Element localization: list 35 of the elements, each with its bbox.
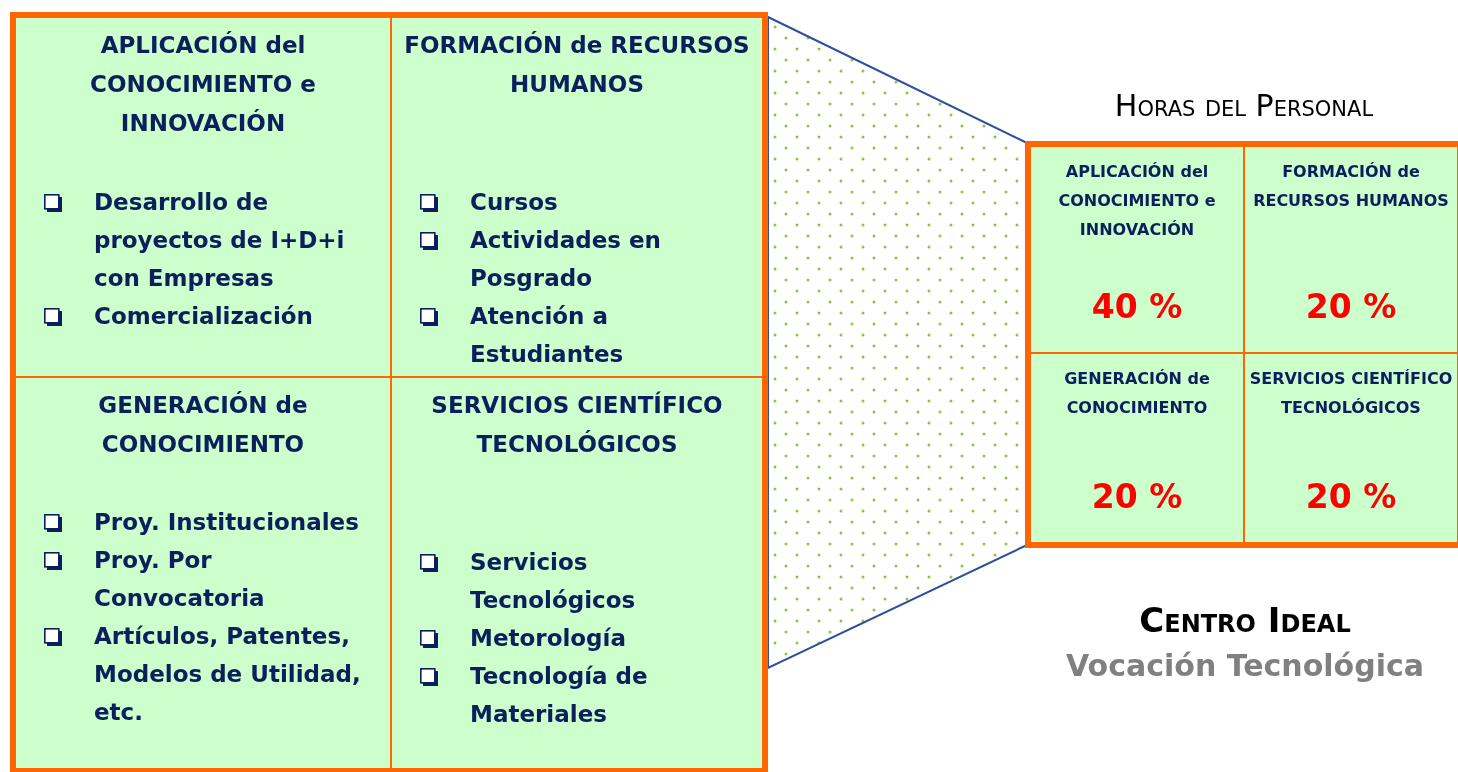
- tagline: Vocación Tecnológica: [1065, 648, 1425, 683]
- category-cell: [391, 17, 763, 377]
- category-heading: APLICACIÓN del CONOCIMIENTO e INNOVACIÓN: [89, 30, 317, 138]
- category-cell: [15, 17, 391, 377]
- category-cell: [15, 377, 391, 769]
- category-heading: SERVICIOS CIENTÍFICO TECNOLÓGICOS: [430, 390, 724, 459]
- category-cell: [391, 377, 763, 769]
- grid-frame: [10, 12, 768, 772]
- list-item: Proy. Institucionales: [94, 503, 384, 541]
- percentage-value: 20 %: [1304, 287, 1398, 326]
- list-item: Artículos, Patentes, Modelos de Utilidad, etc.: [94, 617, 384, 731]
- list-item: Actividades en Posgrado: [470, 221, 756, 297]
- list-item: Proy. Por Convocatoria: [94, 541, 384, 617]
- diagram-title: Centro Ideal: [1138, 600, 1352, 640]
- list-item: Tecnología de Materiales: [470, 657, 756, 733]
- list-item: Servicios Tecnológicos: [470, 543, 756, 619]
- category-heading: FORMACIÓN de RECURSOS HUMANOS: [1252, 161, 1450, 212]
- category-cell: [1030, 146, 1244, 353]
- percentage-value: 40 %: [1090, 287, 1184, 326]
- list-item: Cursos: [470, 183, 756, 221]
- category-heading: SERVICIOS CIENTÍFICO TECNOLÓGICOS: [1248, 368, 1454, 419]
- percentage-value: 20 %: [1090, 477, 1184, 516]
- category-heading: FORMACIÓN de RECURSOS HUMANOS: [403, 30, 751, 99]
- section-title: Horas del Personal: [1113, 88, 1375, 123]
- percentage-value: 20 %: [1304, 477, 1398, 516]
- category-cell: [1244, 353, 1458, 543]
- list-item: Atención a Estudiantes: [470, 297, 756, 373]
- list-item: Comercialización: [94, 297, 384, 335]
- category-heading: GENERACIÓN de CONOCIMIENTO: [1063, 368, 1211, 419]
- list-item: Desarrollo de proyectos de I+D+i con Empresas: [94, 183, 384, 297]
- category-heading: APLICACIÓN del CONOCIMIENTO e INNOVACIÓN: [1057, 161, 1217, 241]
- list-item: Metorología: [470, 619, 756, 657]
- category-heading: GENERACIÓN de CONOCIMIENTO: [97, 390, 309, 459]
- category-cell: [1244, 146, 1458, 353]
- category-cell: [1030, 353, 1244, 543]
